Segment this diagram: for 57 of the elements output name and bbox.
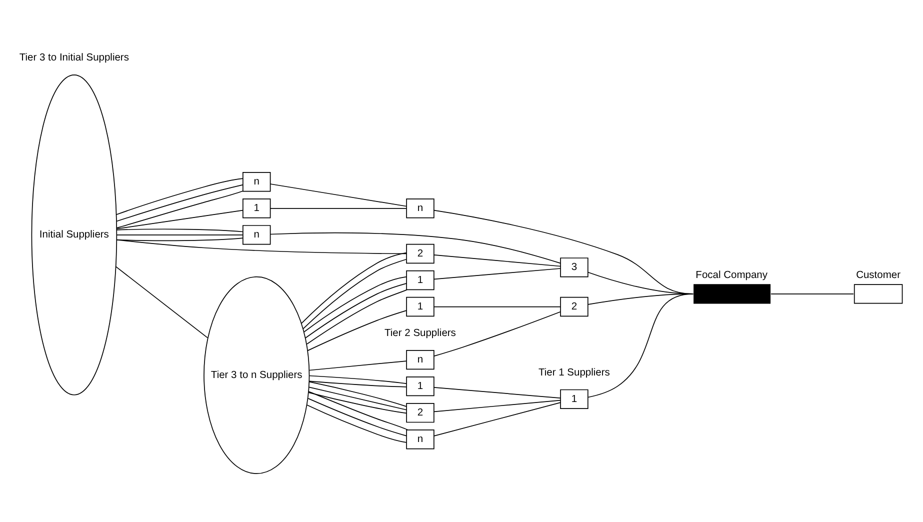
connector [270, 208, 407, 209]
node-box: 3 [560, 258, 588, 278]
node-box: n [242, 225, 271, 245]
node-label: Customer [856, 270, 901, 282]
connector [116, 238, 244, 242]
node-box: 1 [242, 198, 271, 218]
connector [116, 234, 244, 236]
node-label: Focal Company [696, 270, 768, 282]
connector [302, 258, 407, 330]
connector [307, 310, 407, 351]
connector [434, 387, 561, 398]
connector [308, 380, 407, 388]
connector [434, 254, 561, 267]
connector [434, 268, 561, 280]
connector [309, 375, 407, 384]
connector [304, 276, 407, 332]
label: Tier 1 Suppliers [538, 367, 610, 378]
connector [308, 392, 407, 414]
connector [301, 252, 407, 324]
connector [306, 289, 408, 344]
connector [306, 404, 407, 443]
node-box: 2 [406, 403, 434, 423]
label: Tier 3 to Initial Suppliers [19, 52, 129, 64]
node-box: 1 [406, 296, 434, 317]
connector [116, 190, 244, 228]
node-box: 1 [560, 389, 588, 409]
node-box: 1 [406, 270, 434, 290]
node-box [854, 284, 903, 304]
connector [309, 360, 407, 371]
node-box: 2 [560, 296, 588, 317]
node-box: n [406, 430, 434, 450]
connector [270, 184, 407, 207]
connector [116, 228, 244, 232]
connector [308, 381, 407, 407]
connector [308, 391, 408, 430]
connector [116, 178, 244, 216]
node-box: n [406, 198, 434, 218]
label: Tier 2 Suppliers [384, 328, 456, 339]
connector [434, 311, 561, 356]
node-box: n [242, 172, 271, 192]
connector [434, 210, 694, 294]
connector [434, 400, 561, 412]
connector [116, 210, 244, 230]
node-box: 2 [406, 244, 434, 264]
connector [115, 266, 208, 338]
node-box: 1 [406, 376, 434, 396]
node-ellipse: Tier 3 to n Suppliers [204, 276, 310, 474]
connector [308, 398, 407, 436]
node-ellipse: Initial Suppliers [31, 74, 118, 396]
connector [270, 232, 561, 264]
connector [308, 386, 407, 410]
connector [434, 402, 561, 436]
node-box: n [406, 350, 434, 370]
connector [588, 272, 694, 294]
connector [116, 184, 244, 222]
connector [434, 306, 561, 308]
connector [305, 282, 407, 338]
